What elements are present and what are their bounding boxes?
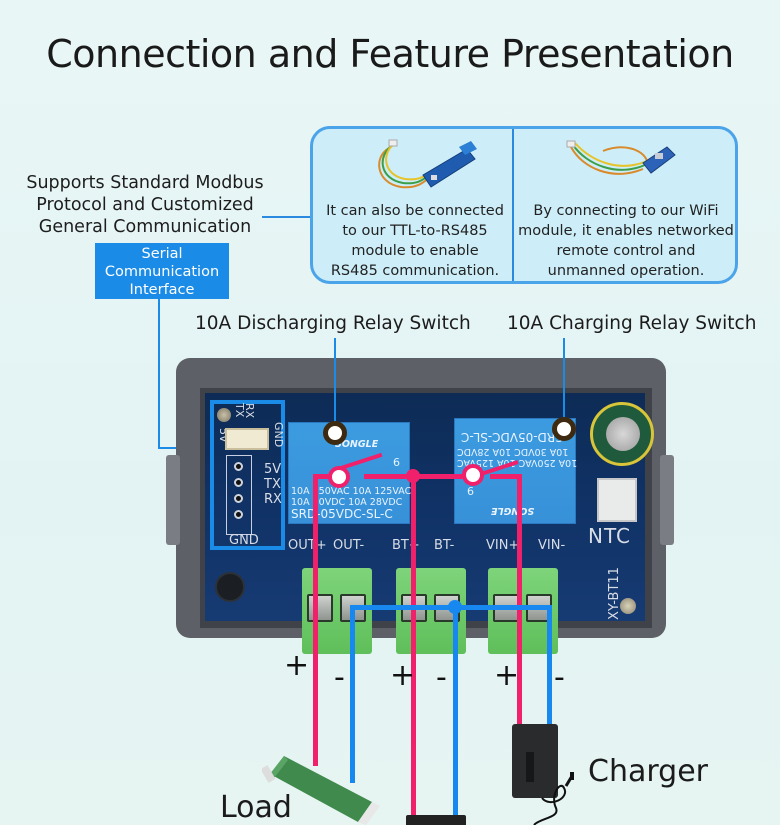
relay-pin-number: 6 xyxy=(393,456,400,469)
charger-cable-icon xyxy=(533,772,574,825)
modbus-caption-line: Supports Standard Modbus xyxy=(26,173,264,193)
relay-pin-number: 9 xyxy=(467,484,474,497)
charger-vent xyxy=(526,752,534,782)
charger-icon xyxy=(512,724,558,798)
load-resistor-icon xyxy=(262,756,380,825)
housing-clip-left xyxy=(166,455,180,545)
charger-label: Charger xyxy=(588,754,708,789)
page-title: Connection and Feature Presentation xyxy=(46,32,734,76)
terminal-label-bt-minus: BT- xyxy=(434,538,455,553)
terminal-label-vin-minus: VIN- xyxy=(538,538,566,553)
serial-leader-vertical xyxy=(158,299,160,449)
serial-pin-gnd: GND xyxy=(272,422,285,448)
discharging-relay-label: 10A Discharging Relay Switch xyxy=(195,313,471,334)
board-model-label: XY-BT11 xyxy=(607,567,622,620)
pin-hole xyxy=(234,510,243,519)
serial-label-line: Interface xyxy=(129,282,195,298)
relay-rating-dc: 10A 30VDC 10A 28VDC xyxy=(291,497,403,508)
mount-screw-icon xyxy=(217,408,231,422)
load-label: Load xyxy=(220,790,292,825)
terminal-label-out-plus: OUT+ xyxy=(288,538,327,553)
charging-relay-leader xyxy=(563,338,565,422)
serial-label-line: Communication xyxy=(104,264,220,280)
wifi-module-icon xyxy=(566,140,676,175)
negative-wire-out xyxy=(350,605,355,783)
ntc-label: NTC xyxy=(588,524,631,548)
terminal-label-out-minus: OUT- xyxy=(333,538,365,553)
relay-rating-dc: 10A 30VDC 10A 28VDC xyxy=(457,446,569,457)
wifi-text-line: module, it enables networked xyxy=(518,223,734,239)
polarity-out-plus: + xyxy=(284,648,310,683)
rs485-module-icon xyxy=(378,139,477,189)
positive-wire-vin xyxy=(517,474,522,724)
wifi-description: By connecting to our WiFi module, it ena… xyxy=(515,201,737,281)
modbus-connector-line xyxy=(262,216,312,218)
pin-hole xyxy=(234,478,243,487)
polarity-vin-plus: + xyxy=(494,658,520,693)
buzzer xyxy=(215,572,245,602)
wifi-text-line: By connecting to our WiFi xyxy=(533,203,719,219)
ntc-connector xyxy=(597,478,637,522)
rs485-text-line: module to enable xyxy=(351,243,479,259)
serial-label-line: Serial xyxy=(141,246,183,262)
polarity-vin-minus: - xyxy=(554,660,565,695)
pin-header xyxy=(226,455,252,535)
relay-coil-marker xyxy=(323,421,347,445)
pin-hole xyxy=(234,494,243,503)
positive-wire-vin-bus xyxy=(490,474,522,479)
pin-label-rx: RX xyxy=(264,492,282,507)
terminal-label-vin-plus: VIN+ xyxy=(486,538,520,553)
serial-interface-label: Serial Communication Interface xyxy=(95,243,229,299)
relay-model: SRD-05VDC-SL-C xyxy=(461,430,563,444)
pin-label-tx: TX xyxy=(264,477,281,492)
mount-screw-icon xyxy=(620,598,636,614)
charging-relay-label: 10A Charging Relay Switch xyxy=(507,313,757,334)
positive-wire-out xyxy=(313,474,318,766)
relay-contact-marker xyxy=(328,466,350,488)
rs485-text-line: It can also be connected xyxy=(326,203,504,219)
relay-coil-marker xyxy=(552,417,576,441)
wifi-text-line: remote control and xyxy=(556,243,696,259)
relay-brand: SONGLE xyxy=(335,439,379,450)
pin-label-5v: 5V xyxy=(264,462,282,477)
callout-divider xyxy=(512,129,514,281)
pin-label-gnd: GND xyxy=(229,533,259,548)
positive-wire-bus xyxy=(313,474,341,479)
negative-wire-vin xyxy=(547,605,552,725)
modbus-caption-line: General Communication xyxy=(38,217,252,237)
expansion-modules-callout: It can also be connected to our TTL-to-R… xyxy=(310,126,738,284)
relay-contact-marker xyxy=(462,464,484,486)
serial-header-highlight xyxy=(210,400,285,550)
rs485-text-line: to our TTL-to-RS485 xyxy=(342,223,488,239)
modbus-caption-line: Protocol and Customized xyxy=(36,195,254,215)
negative-wire-bt xyxy=(453,605,458,825)
capacitor-top xyxy=(606,417,640,451)
housing-clip-right xyxy=(660,455,674,545)
pin-hole xyxy=(234,462,243,471)
polarity-out-minus: - xyxy=(334,660,345,695)
wire-junction xyxy=(448,600,462,614)
battery-icon xyxy=(406,815,466,825)
relay-model: SRD-05VDC-SL-C xyxy=(291,507,393,521)
rs485-text-line: RS485 communication. xyxy=(330,263,500,279)
serial-jst-connector xyxy=(225,428,269,450)
polarity-bt-plus: + xyxy=(390,658,416,693)
modbus-caption: Supports Standard Modbus Protocol and Cu… xyxy=(10,172,280,238)
wire-junction xyxy=(406,469,420,483)
discharging-relay-leader xyxy=(334,338,336,426)
rs485-description: It can also be connected to our TTL-to-R… xyxy=(317,201,513,281)
relay-brand: SONGLE xyxy=(491,505,535,516)
positive-wire-bt xyxy=(411,474,416,825)
relay-rating-ac: 10A 250VAC 10A 125VAC xyxy=(291,486,412,497)
terminal-screw xyxy=(307,594,333,622)
wifi-text-line: unmanned operation. xyxy=(547,263,705,279)
capacitor xyxy=(590,402,654,466)
serial-pin-tx: TX xyxy=(233,403,246,418)
polarity-bt-minus: - xyxy=(436,660,447,695)
